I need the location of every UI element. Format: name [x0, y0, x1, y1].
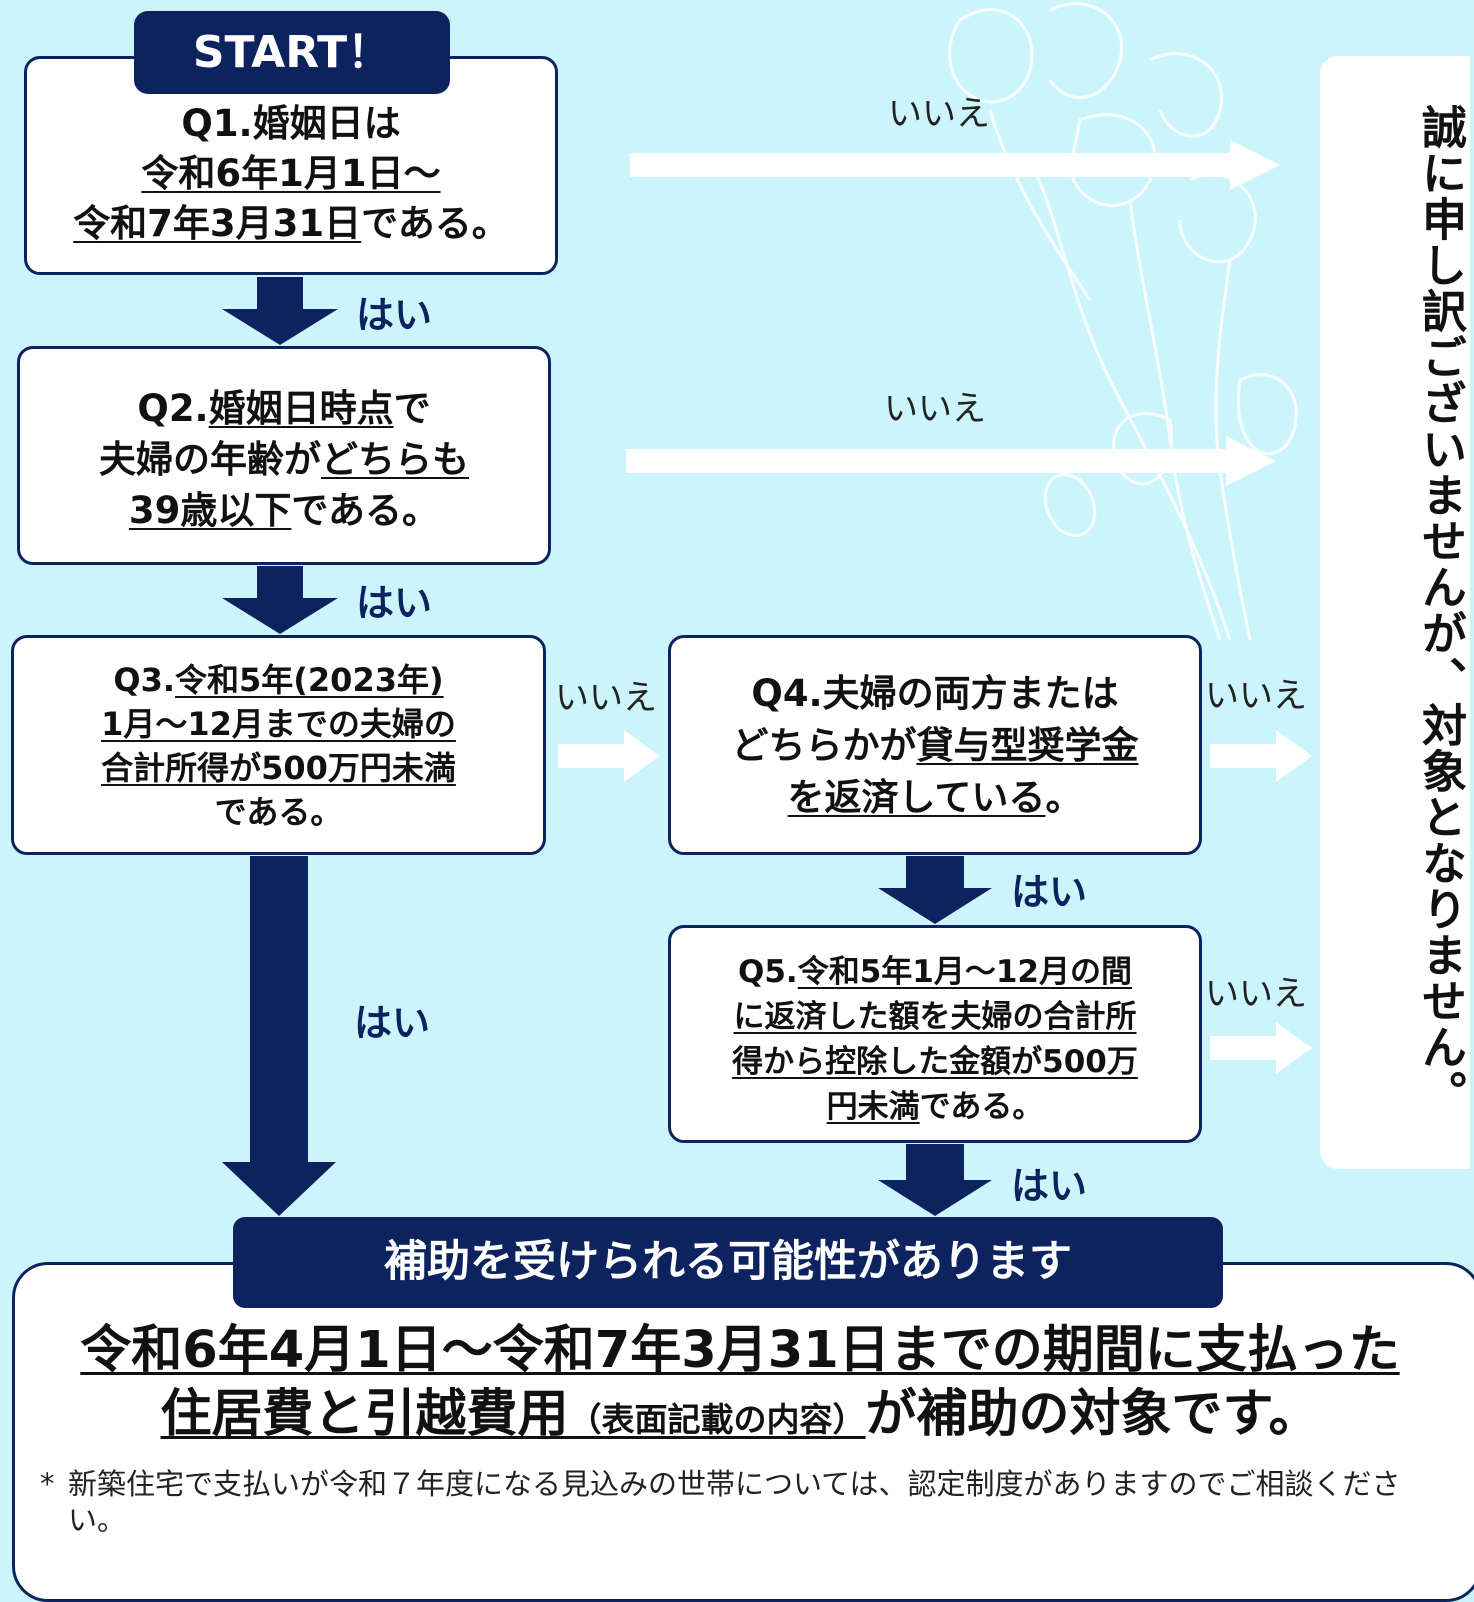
q2-de: で [393, 387, 431, 430]
q4-scholarship: 貸与型奨学金 [916, 724, 1139, 767]
result-line1: 令和6年4月1日〜令和7年3月31日までの期間に支払った [30, 1318, 1450, 1384]
label-no-q3: いいえ [555, 678, 657, 718]
q3-suffix: である。 [214, 793, 343, 831]
q4-repaying: を返済している [787, 776, 1046, 819]
q5-suffix: である。 [919, 1089, 1044, 1125]
q5-box: Q5.令和5年1月〜12月の間 に返済した額を夫婦の合計所 得から控除した金額が… [668, 925, 1202, 1143]
label-yes-q4: はい [1011, 870, 1088, 914]
q3-prefix: Q3. [113, 661, 176, 699]
q2-both: どちらも [321, 438, 469, 481]
q2-age-text: 夫婦の年齢が [99, 438, 321, 481]
q2-marriage-date: 婚姻日時点 [208, 387, 394, 430]
flower-illustration [948, 2, 1298, 640]
q2-suffix: である。 [291, 489, 440, 532]
result-note: * 新築住宅で支払いが令和７年度になる見込みの世帯については、認定制度があります… [40, 1466, 1440, 1538]
result-box [12, 1262, 1474, 1602]
q3-box: Q3.令和5年(2023年) 1月〜12月までの夫婦の 合計所得が500万円未満… [11, 635, 546, 855]
result-line2: 住居費と引越費用（表面記載の内容）が補助の対象です。 [30, 1382, 1450, 1453]
result-costs: 住居費と引越費用 [160, 1385, 569, 1444]
q2-prefix: Q2. [137, 387, 209, 430]
q4-period: 。 [1045, 776, 1083, 819]
q3-income: 合計所得が500万円未満 [101, 749, 456, 787]
q5-line3: 得から控除した金額が500万 [732, 1044, 1138, 1080]
arrow-q3-yes [222, 856, 336, 1216]
arrow-q2-no [626, 436, 1276, 486]
q4-box: Q4.夫婦の両方または どちらかが貸与型奨学金 を返済している。 [668, 635, 1202, 855]
result-period: 令和6年4月1日〜令和7年3月31日までの期間に支払った [80, 1321, 1400, 1380]
label-no-q5: いいえ [1205, 974, 1307, 1014]
result-note-ref: （表面記載の内容） [568, 1400, 866, 1439]
q1-line3-date: 令和7年3月31日 [73, 202, 362, 245]
q5-under: 円未満 [826, 1089, 920, 1125]
q5-period: 令和5年1月〜12月の間 [797, 954, 1132, 990]
result-header: 補助を受けられる可能性があります [233, 1217, 1223, 1308]
q1-line3-suffix: である。 [361, 202, 509, 245]
note-text: 新築住宅で支払いが令和７年度になる見込みの世帯については、認定制度がありますので… [68, 1467, 1401, 1537]
arrow-q4-yes [878, 856, 992, 924]
q5-line2: に返済した額を夫婦の合計所 [733, 999, 1137, 1035]
q2-box: Q2.婚姻日時点で 夫婦の年齢がどちらも 39歳以下である。 [17, 346, 551, 565]
arrow-q3-no [558, 730, 660, 782]
arrow-q1-yes [222, 277, 338, 345]
label-no-q2: いいえ [884, 389, 986, 429]
not-eligible-panel: 誠に申し訳ございませんが、対象となりません。 [1320, 56, 1470, 1169]
arrow-q5-no [1210, 1022, 1312, 1074]
q2-age-limit: 39歳以下 [128, 489, 292, 532]
label-no-q4: いいえ [1205, 676, 1307, 716]
q4-either: どちらかが [731, 724, 917, 767]
q1-line1: Q1.婚姻日は [181, 102, 401, 145]
arrow-q5-yes [878, 1144, 992, 1216]
label-yes-q2: はい [356, 581, 433, 625]
arrow-q2-yes [222, 566, 338, 634]
label-no-q1: いいえ [888, 94, 990, 134]
not-eligible-text: 誠に申し訳ございませんが、対象となりません。 [1414, 104, 1467, 1116]
arrow-q4-no [1210, 730, 1312, 782]
label-yes-q3: はい [354, 1001, 431, 1045]
label-yes-q1: はい [356, 293, 433, 337]
arrow-q1-no [630, 140, 1280, 190]
q4-line1: Q4.夫婦の両方または [751, 672, 1119, 715]
q1-line2: 令和6年1月1日〜 [141, 152, 441, 195]
q3-year: 令和5年(2023年) [175, 661, 444, 699]
q3-period: 1月〜12月までの夫婦の [101, 705, 456, 743]
q5-prefix: Q5. [738, 954, 798, 990]
note-asterisk: * [40, 1467, 55, 1501]
start-badge: START！ [134, 11, 450, 94]
label-yes-q5: はい [1011, 1164, 1088, 1208]
result-target: が補助の対象です。 [865, 1385, 1320, 1444]
